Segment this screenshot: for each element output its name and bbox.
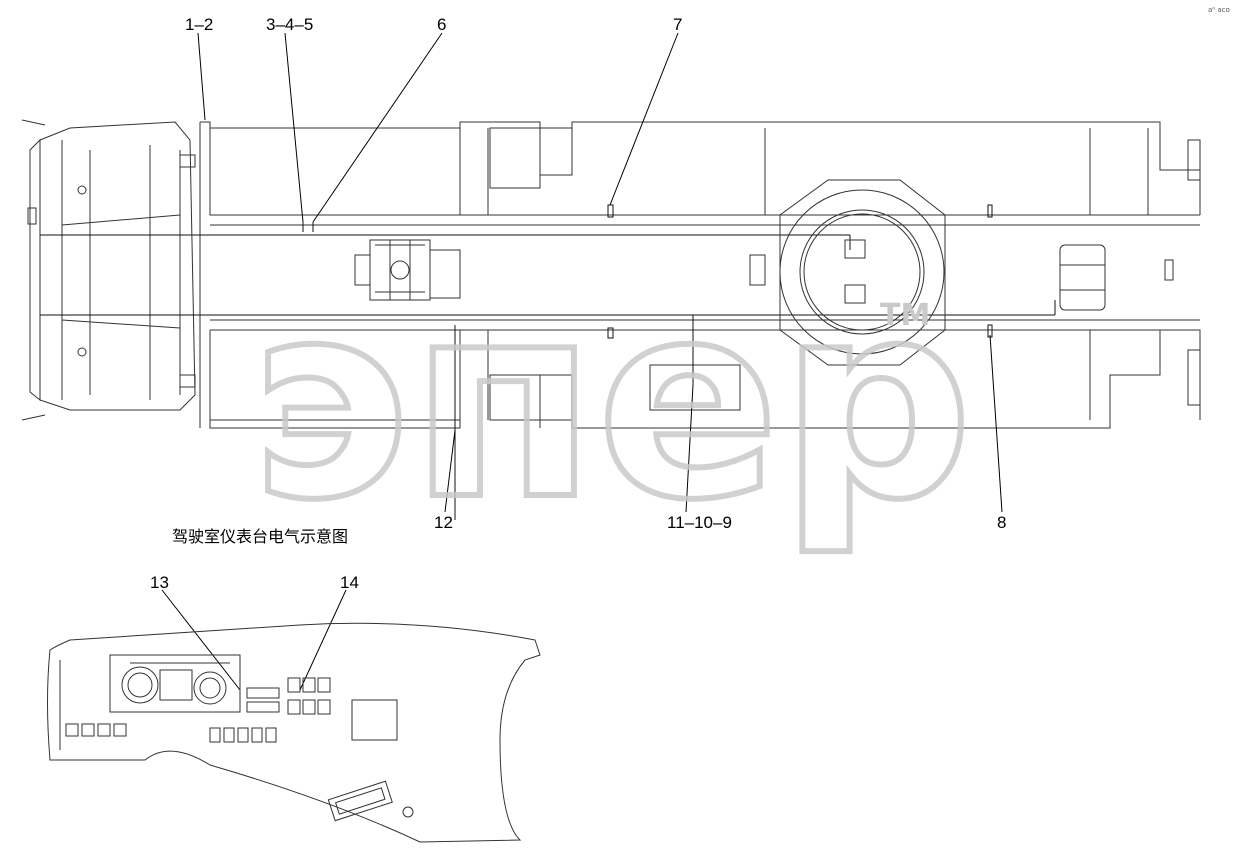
leader-lines xyxy=(161,32,1003,691)
lower-switch-row xyxy=(209,727,277,743)
callout-7: 7 xyxy=(673,15,683,34)
callout-6: 6 xyxy=(437,15,447,34)
left-switch-row xyxy=(65,723,127,737)
turntable xyxy=(749,179,946,366)
callout-3-4-5: 3–4–5 xyxy=(266,15,314,34)
watermark-tm: TM xyxy=(880,298,930,333)
nameplate xyxy=(327,780,393,822)
callout-8: 8 xyxy=(997,513,1007,532)
dashboard-caption: 驾驶室仪表台电气示意图 xyxy=(172,527,349,546)
corner-mark: a⁰ aco xyxy=(1208,6,1230,14)
dashboard-panel xyxy=(47,622,541,843)
wiring-harness xyxy=(40,204,1056,520)
frame-top-rail xyxy=(199,121,1201,428)
callout-11-10-9: 11–10–9 xyxy=(667,513,732,532)
callout-12: 12 xyxy=(434,513,453,532)
rear-tank-unit xyxy=(1059,244,1174,311)
switch-cluster xyxy=(287,677,331,715)
cab-outline xyxy=(21,119,196,421)
callout-1-2: 1–2 xyxy=(185,15,214,34)
callout-14: 14 xyxy=(340,573,359,592)
transmission-unit xyxy=(354,239,461,301)
watermark-text: эпер xyxy=(250,244,973,559)
frame-bottom-rail xyxy=(209,319,1201,429)
callout-13: 13 xyxy=(150,573,169,592)
